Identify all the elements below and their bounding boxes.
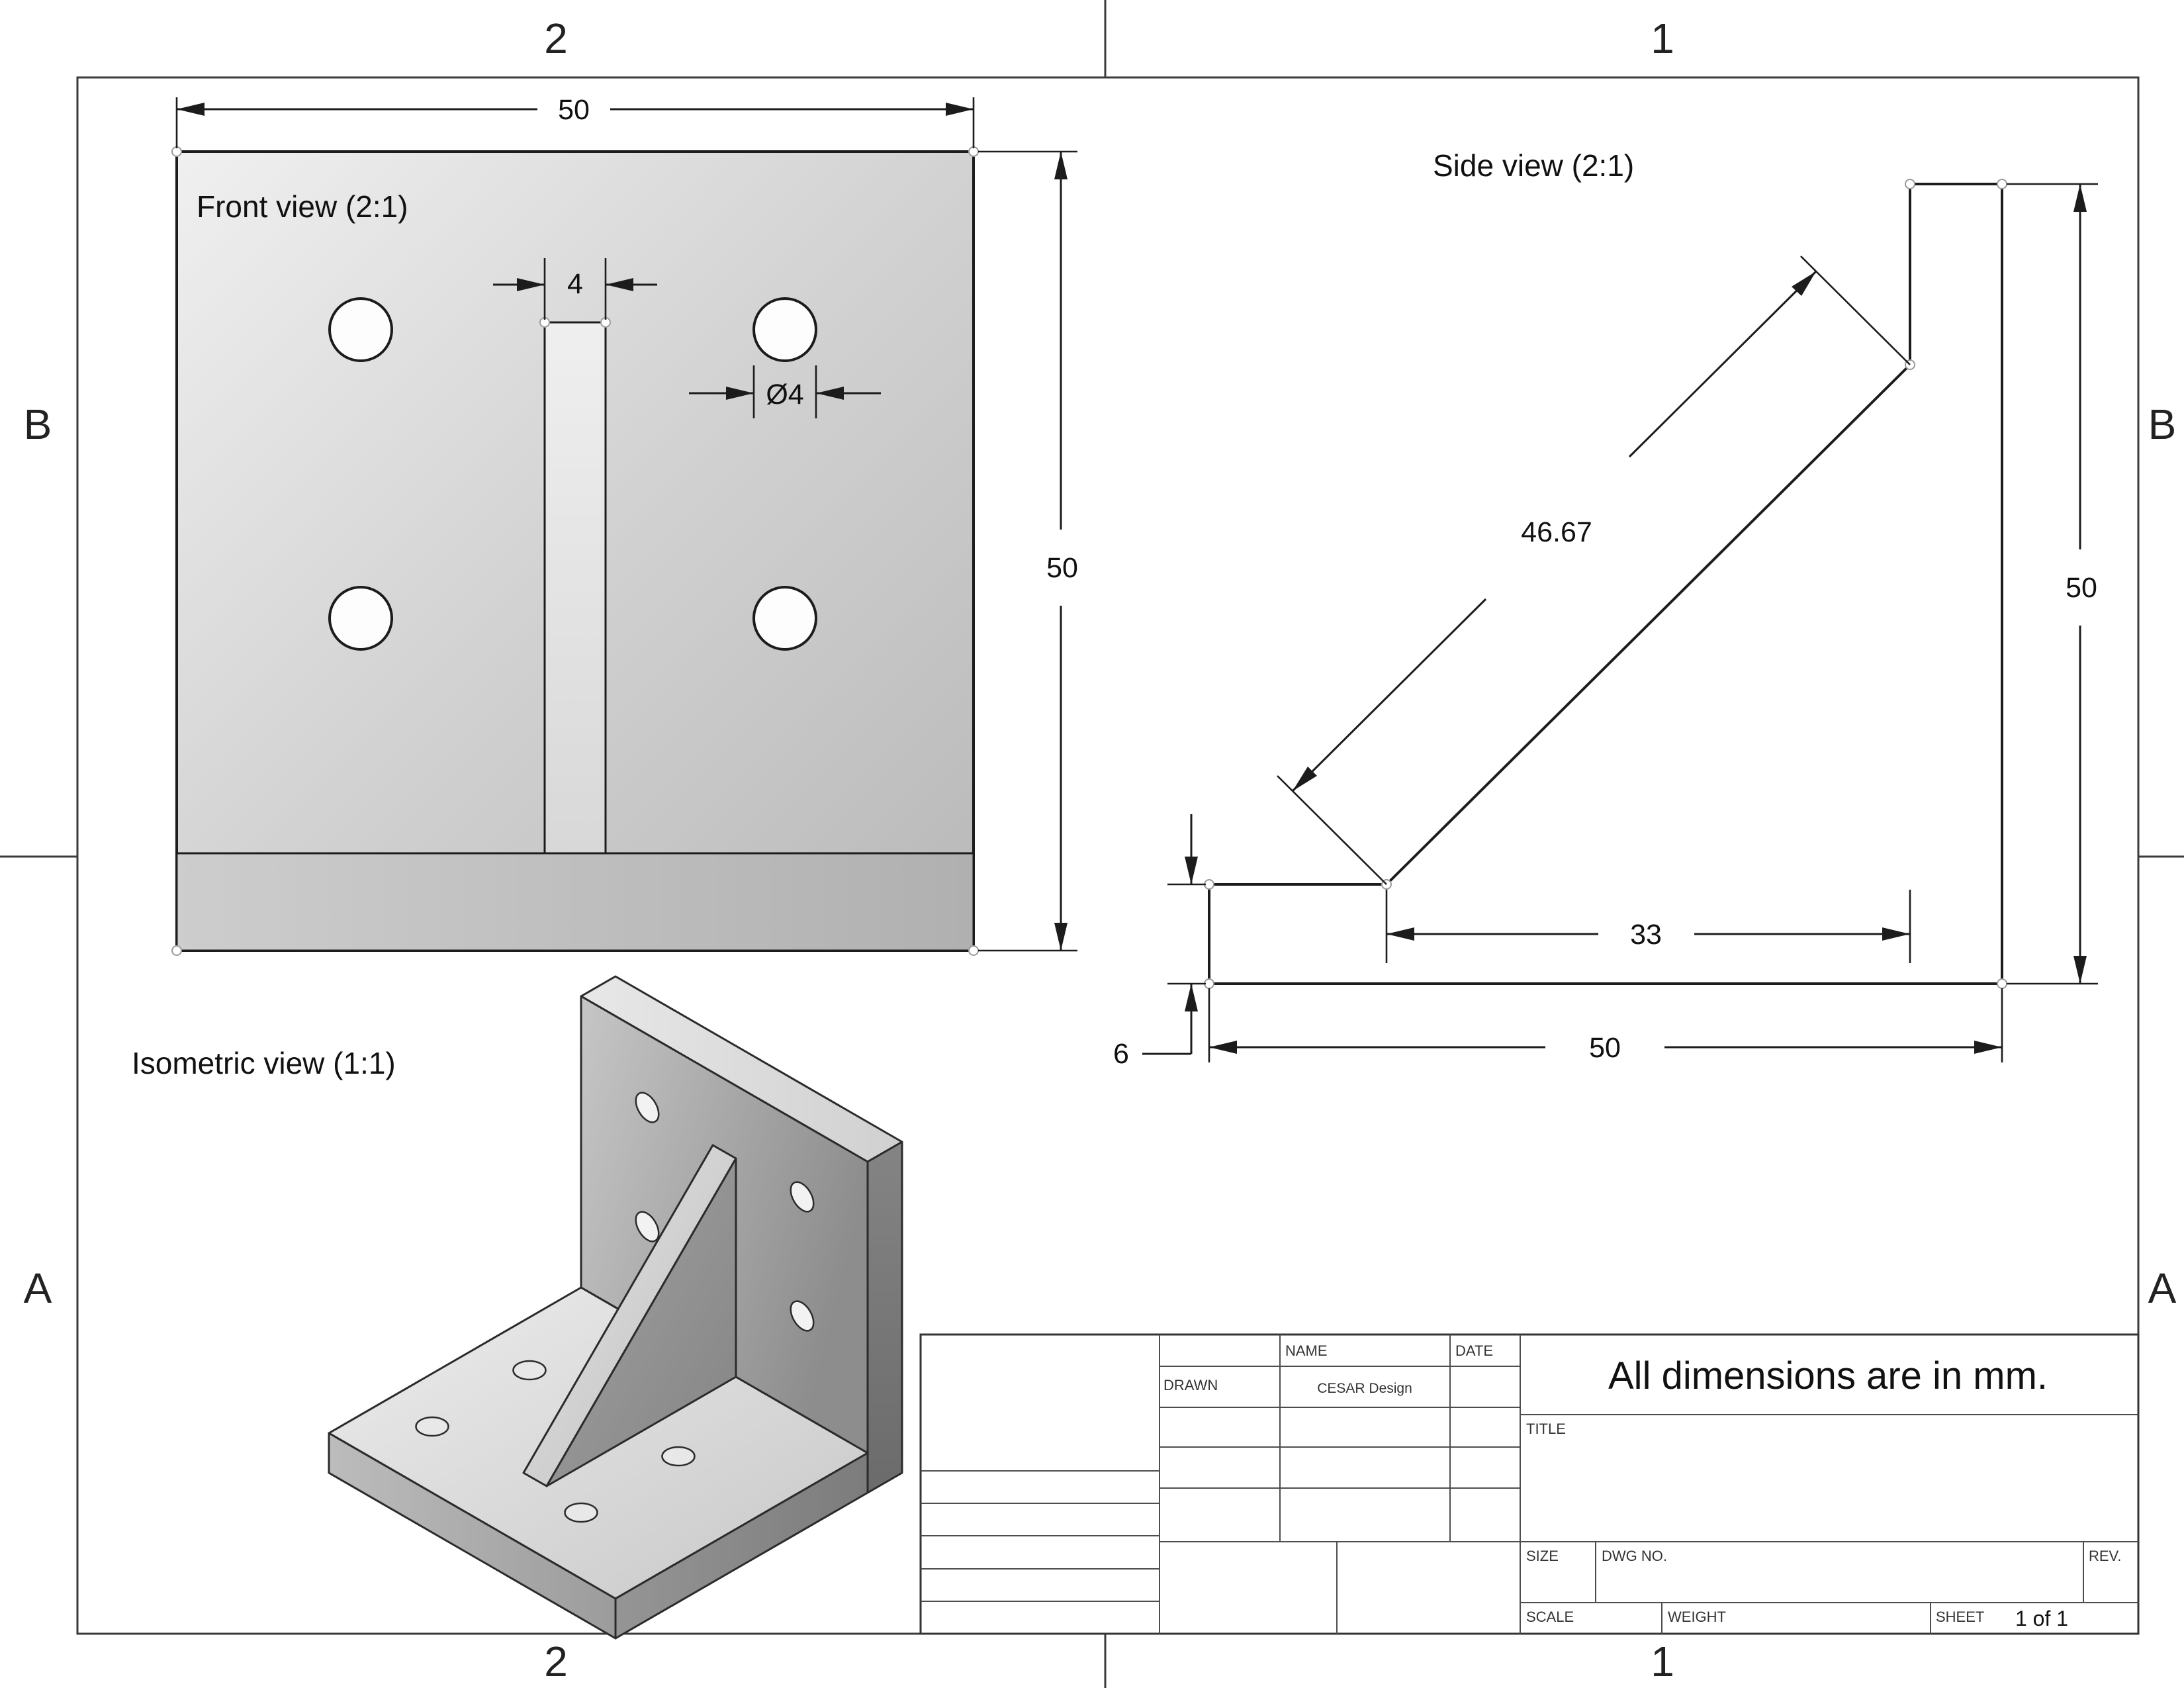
zone-label-right-upper: B bbox=[2148, 400, 2177, 448]
iso-plate-hole bbox=[790, 1300, 815, 1332]
iso-plate-hole bbox=[635, 1092, 660, 1123]
front-width-value: 50 bbox=[558, 94, 590, 126]
drawn-label: DRAWN bbox=[1163, 1377, 1218, 1393]
dim-side-width: 50 bbox=[1208, 988, 2003, 1064]
iso-base-hole bbox=[512, 1360, 547, 1381]
iso-gusset-side-face bbox=[545, 1157, 737, 1487]
weight-label: WEIGHT bbox=[1668, 1609, 1726, 1625]
side-view: Side view (2:1) 46.67 50 33 bbox=[1113, 148, 2098, 1070]
zone-label-top-left: 2 bbox=[544, 15, 568, 62]
zone-label-bottom-right: 1 bbox=[1651, 1638, 1674, 1685]
front-hole-top-left bbox=[328, 297, 393, 362]
dwg-no-label: DWG NO. bbox=[1602, 1548, 1667, 1564]
size-label: SIZE bbox=[1526, 1548, 1559, 1564]
isometric-view-label: Isometric view (1:1) bbox=[132, 1046, 396, 1080]
dim-side-gusset-run: 33 bbox=[1385, 890, 1911, 963]
side-height-value: 50 bbox=[2066, 572, 2097, 604]
scale-label: SCALE bbox=[1526, 1609, 1574, 1625]
iso-plate-holes bbox=[635, 1092, 815, 1332]
front-hole-top-right bbox=[752, 297, 817, 362]
dimensions-note: All dimensions are in mm. bbox=[1608, 1354, 2048, 1397]
drawn-value: CESAR Design bbox=[1317, 1381, 1412, 1396]
front-view: Front view (2:1) 50 50 4 bbox=[171, 94, 1078, 956]
side-gusset-run-value: 33 bbox=[1630, 919, 1662, 951]
front-view-label: Front view (2:1) bbox=[197, 189, 408, 224]
iso-plate-right-face bbox=[866, 1141, 903, 1494]
sheet-value: 1 of 1 bbox=[2015, 1607, 2068, 1630]
iso-base-right-face bbox=[614, 1452, 869, 1640]
dim-front-hole-diameter: Ø4 bbox=[689, 365, 881, 418]
zone-label-left-upper: B bbox=[24, 400, 52, 448]
front-hole-bottom-right bbox=[752, 586, 817, 651]
iso-base-hole bbox=[415, 1416, 449, 1437]
front-gusset-slot bbox=[543, 321, 607, 855]
iso-base-holes bbox=[415, 1360, 696, 1523]
isometric-view: Isometric view (1:1) bbox=[132, 975, 903, 1640]
side-profile-outline bbox=[1208, 183, 2003, 985]
zone-label-top-right: 1 bbox=[1651, 15, 1674, 62]
zone-label-left-lower: A bbox=[24, 1264, 52, 1312]
date-header: DATE bbox=[1455, 1342, 1493, 1359]
name-header: NAME bbox=[1285, 1342, 1328, 1359]
front-hole-diameter-value: Ø4 bbox=[766, 379, 803, 410]
iso-base-hole bbox=[661, 1446, 696, 1467]
front-base-strip bbox=[175, 852, 975, 952]
zone-label-bottom-left: 2 bbox=[544, 1638, 568, 1685]
side-width-value: 50 bbox=[1589, 1032, 1621, 1064]
front-height-value: 50 bbox=[1046, 552, 1078, 584]
side-view-label: Side view (2:1) bbox=[1433, 148, 1634, 183]
title-label: TITLE bbox=[1526, 1421, 1566, 1437]
title-block-grid bbox=[921, 1335, 2138, 1634]
side-diagonal-value: 46.67 bbox=[1521, 516, 1592, 548]
rev-label: REV. bbox=[2089, 1548, 2121, 1564]
iso-plate-hole bbox=[635, 1211, 660, 1243]
sheet-label: SHEET bbox=[1936, 1609, 1984, 1625]
iso-base-hole bbox=[564, 1502, 598, 1523]
dim-side-height: 50 bbox=[2007, 183, 2098, 985]
front-hole-bottom-left bbox=[328, 586, 393, 651]
dim-side-thickness: 6 bbox=[1113, 814, 1206, 1070]
zone-label-right-lower: A bbox=[2148, 1264, 2177, 1312]
dim-front-width: 50 bbox=[175, 94, 975, 148]
title-block-border bbox=[919, 1333, 2140, 1635]
front-slot-width-value: 4 bbox=[567, 268, 583, 300]
title-block: NAME DATE DRAWN CESAR Design All dimensi… bbox=[919, 1333, 2140, 1635]
iso-plate-hole bbox=[790, 1181, 815, 1213]
dim-side-diagonal: 46.67 bbox=[1277, 256, 1911, 885]
dim-front-slot-width: 4 bbox=[493, 258, 657, 320]
side-vertex-dots bbox=[1204, 179, 2007, 989]
dim-front-height: 50 bbox=[978, 150, 1078, 952]
side-thickness-value: 6 bbox=[1113, 1038, 1129, 1070]
